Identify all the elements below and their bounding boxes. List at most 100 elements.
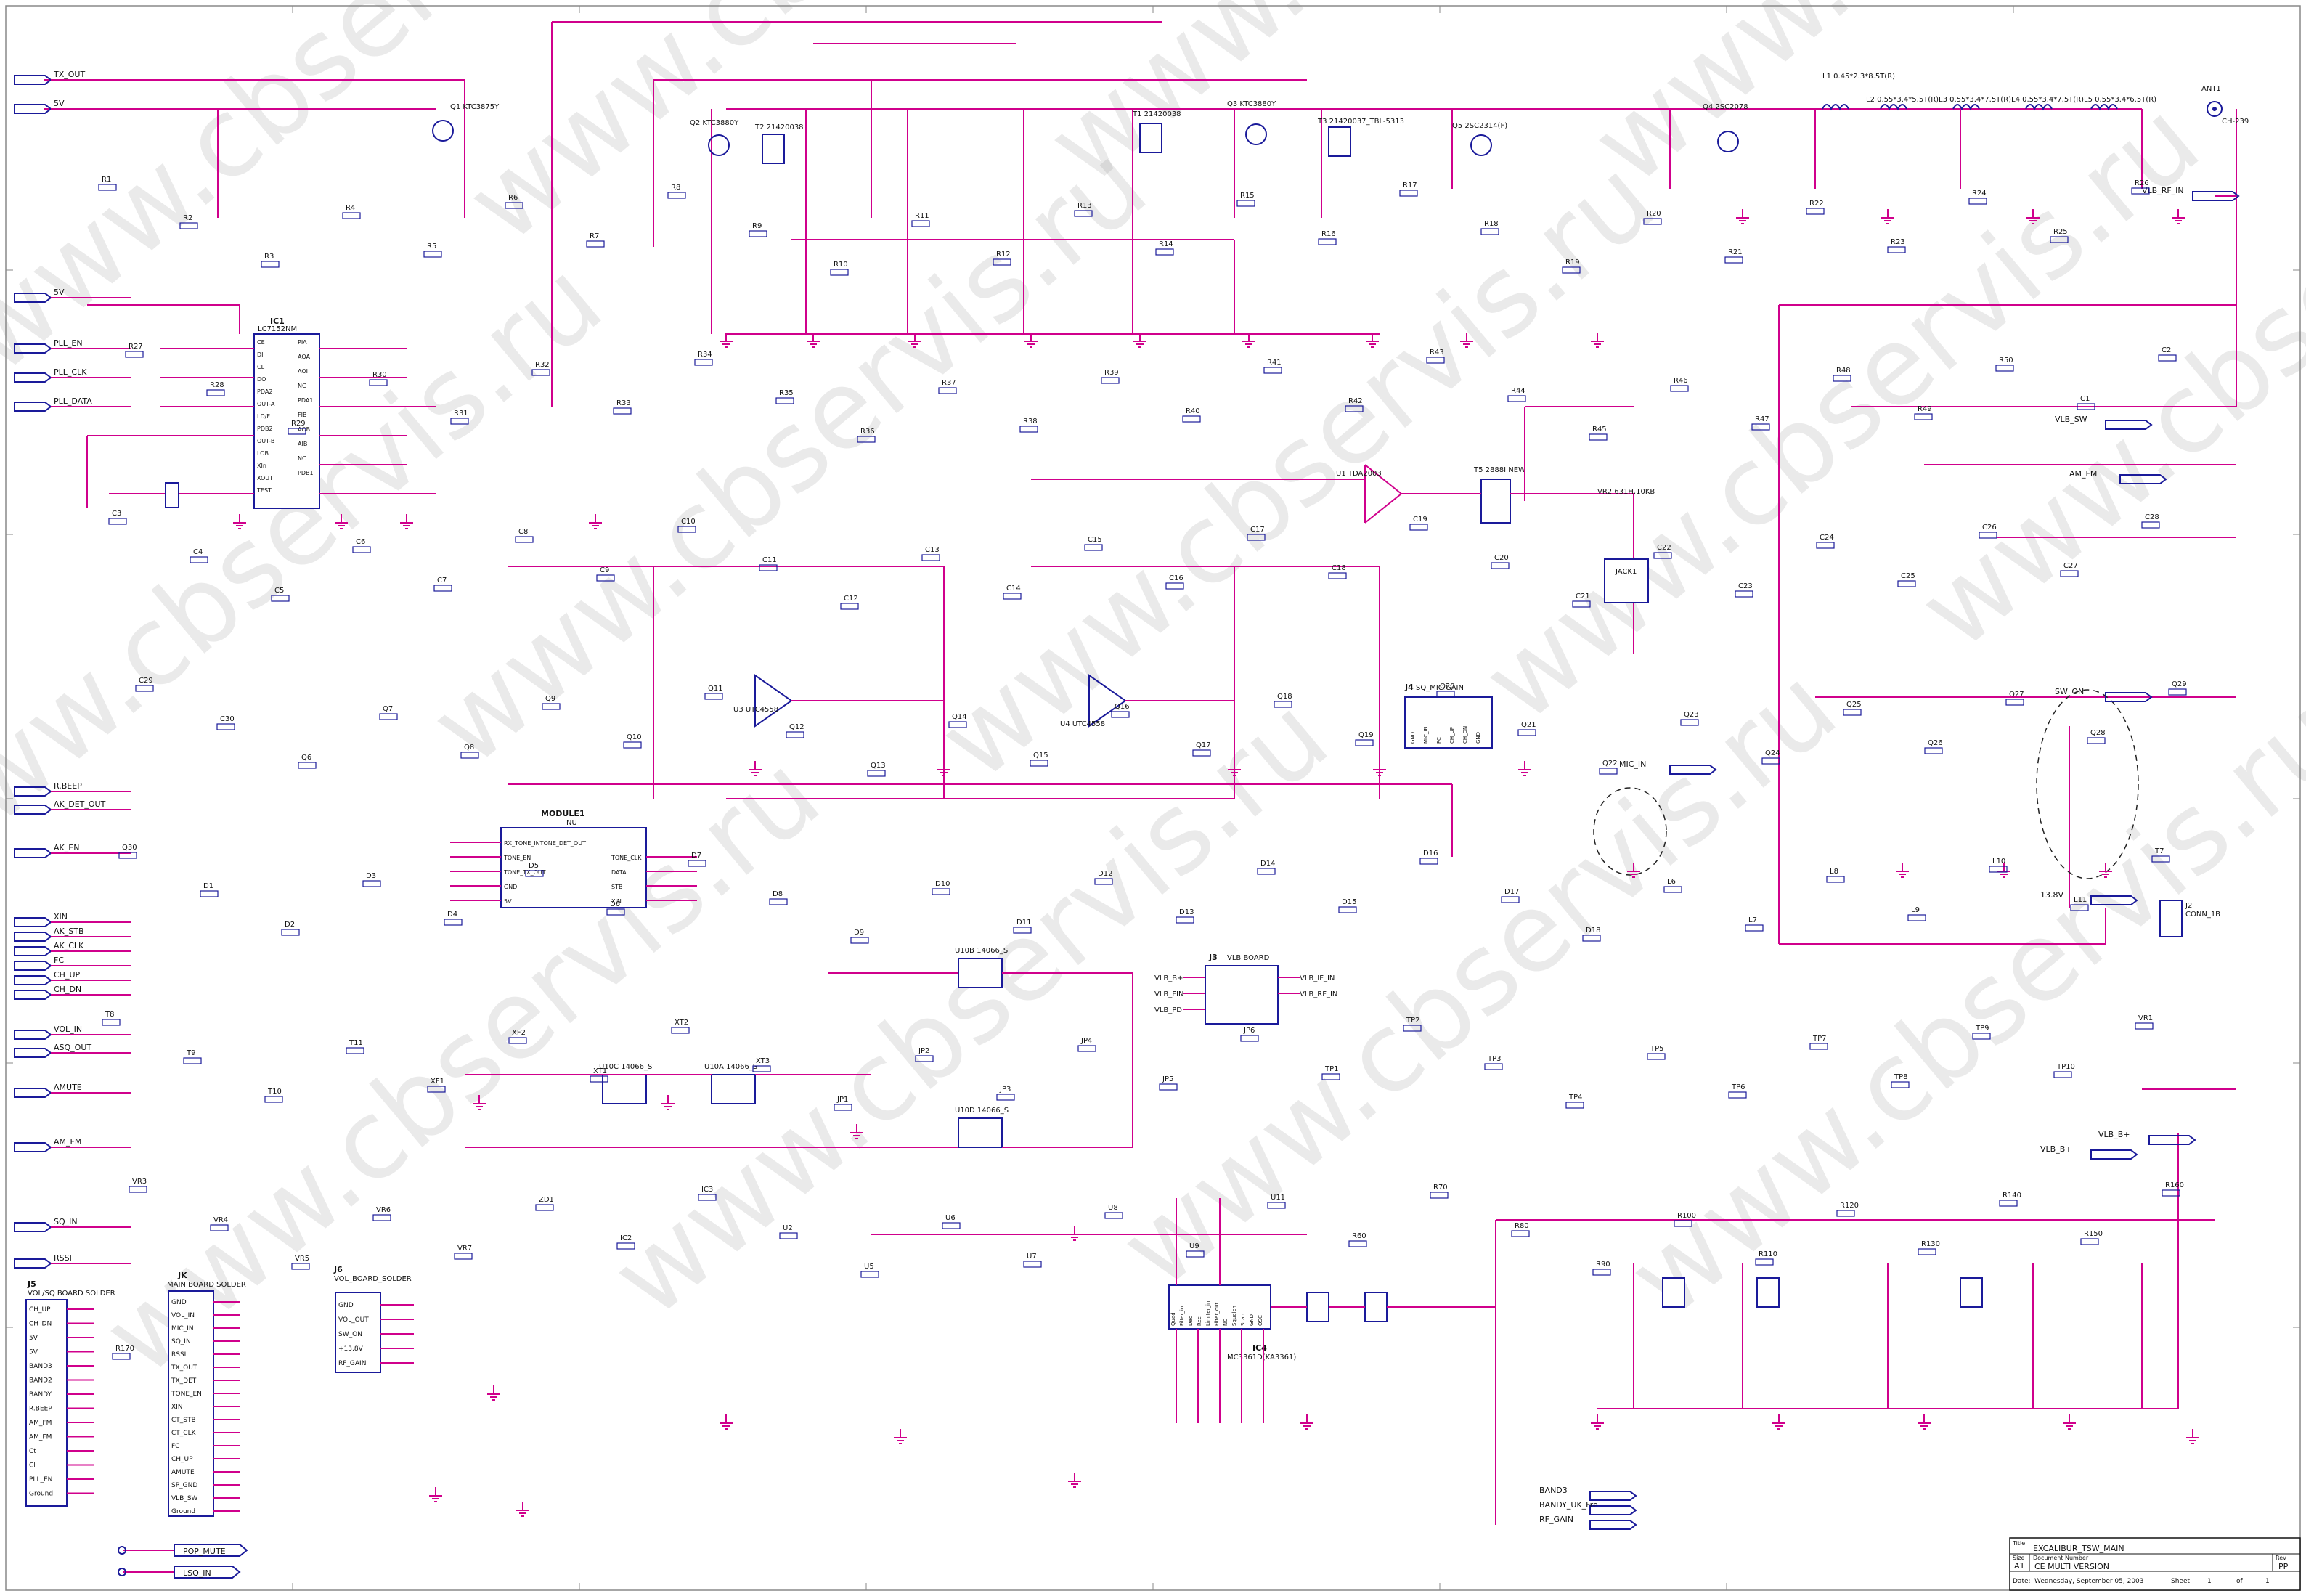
component-body: [779, 1232, 798, 1239]
of-value: 1: [2265, 1578, 2270, 1585]
component-ref: Q11: [708, 685, 723, 693]
component-body: [2005, 699, 2024, 706]
ground-symbol: [473, 1095, 486, 1110]
sheet-label: Sheet: [2171, 1578, 2190, 1585]
component-ref: R170: [115, 1345, 134, 1353]
component-ref: R29: [291, 420, 306, 428]
net-port: [14, 1030, 52, 1040]
component-body: [623, 741, 642, 749]
component-body: [2135, 1022, 2154, 1030]
jk-label: MAIN BOARD SOLDER: [167, 1281, 246, 1289]
component-body: [1897, 580, 1916, 587]
ic4-ref: IC4: [1252, 1343, 1267, 1353]
component-body: [1192, 749, 1211, 757]
j3-pin-label: VLB_B+: [1154, 974, 1183, 982]
j5-pin-label: Cl: [29, 1462, 36, 1470]
j3-ref: J3: [1208, 953, 1218, 962]
component-ref: VR7: [457, 1245, 472, 1253]
lsq-in-tp: LSQ_IN: [118, 1566, 241, 1579]
component-body: [860, 1271, 879, 1278]
component-ref: C15: [1088, 536, 1102, 544]
ic4-pin-label: Filter_out: [1214, 1302, 1220, 1326]
component-ref: D14: [1260, 860, 1275, 868]
component-body: [1663, 886, 1682, 893]
j5-pin-label: BAND2: [29, 1377, 52, 1385]
component-ref: R4: [346, 204, 355, 212]
of-label: of: [2236, 1578, 2244, 1585]
component-body: [531, 369, 550, 376]
jk-pin-label: TONE_EN: [171, 1391, 202, 1398]
rev-value: PP: [2278, 1562, 2289, 1571]
component-ref: Q30: [122, 844, 137, 852]
component-body: [1419, 858, 1438, 865]
left-net-label: RSSI: [54, 1253, 72, 1263]
net-port: [14, 293, 52, 303]
component-ref: D1: [203, 882, 213, 890]
transistor-q3: Q3 KTC3880Y: [1227, 100, 1276, 145]
j2-label: CONN_1B: [2185, 911, 2220, 919]
component-body: [671, 1027, 690, 1034]
transistor-q1: Q1 KTC3875Y: [432, 103, 500, 142]
component-ref: R45: [1592, 426, 1607, 433]
component-ref: R100: [1677, 1212, 1696, 1220]
component-ref: C1: [2080, 395, 2090, 403]
component-body: [921, 554, 940, 561]
component-ref: JP6: [1243, 1027, 1255, 1035]
component-body: [2080, 1238, 2099, 1245]
component-ref: R26: [2135, 179, 2149, 187]
component-ref: TP6: [1731, 1083, 1745, 1091]
component-ref: TP5: [1650, 1045, 1664, 1053]
component-body: [1924, 747, 1943, 754]
component-body: [1101, 377, 1120, 384]
component-ref: T9: [186, 1049, 195, 1057]
module1-pin-label: DATA: [611, 869, 627, 876]
component-ref: C19: [1413, 516, 1427, 524]
component-ref: R23: [1891, 238, 1905, 246]
ic1-pin-label: DI: [257, 351, 264, 358]
right-net-label: BAND3: [1539, 1486, 1568, 1495]
net-port: [14, 848, 52, 858]
pop-mute-label: POP_MUTE: [183, 1547, 226, 1556]
component-body: [1409, 524, 1428, 531]
component-body: [840, 603, 859, 610]
component-ref: R47: [1755, 415, 1769, 423]
component-ref: C14: [1006, 585, 1021, 593]
component-body: [183, 1057, 202, 1064]
component-ref: D13: [1179, 908, 1194, 916]
q2-label: Q2 KTC3880Y: [690, 119, 739, 127]
component-body: [867, 770, 886, 777]
component-body: [1236, 200, 1255, 207]
u10c-label: U10C 14066_S: [599, 1063, 652, 1071]
ground-symbol: [400, 514, 413, 529]
component-body: [1833, 375, 1851, 382]
net-port: [14, 104, 52, 114]
j5-pin-label: 5V: [29, 1335, 38, 1342]
ground-symbol: [894, 1429, 907, 1444]
component-body: [616, 1242, 635, 1250]
component-ref: L9: [1911, 906, 1920, 914]
component-ref: C24: [1820, 534, 1834, 542]
right-net-label: 13.8V: [2040, 890, 2063, 900]
ic1-pin-label: LD/F: [257, 413, 270, 420]
component-body: [102, 1019, 121, 1026]
q3-label: Q3 KTC3880Y: [1227, 100, 1276, 108]
inductor-l3: L3 0.55*3.4*7.5T(R): [1939, 96, 2011, 111]
component-ref: C17: [1250, 526, 1265, 534]
component-ref: L7: [1748, 916, 1757, 924]
component-body: [346, 1047, 364, 1054]
right-net-label: BANDY_UK_Fre: [1539, 1500, 1598, 1510]
component-body: [1176, 916, 1194, 924]
component-ref: JP4: [1080, 1037, 1092, 1045]
left-net-label: 5V: [54, 99, 65, 108]
component-body: [2158, 354, 2177, 362]
component-body: [596, 574, 615, 582]
component-ref: U9: [1189, 1242, 1199, 1250]
j6-pin-label: RF_GAIN: [338, 1360, 366, 1367]
transistor-q2: Q2 KTC3880Y: [690, 119, 739, 156]
component-ref: C23: [1738, 582, 1753, 590]
component-body: [1013, 927, 1032, 934]
component-ref: IC3: [701, 1186, 713, 1194]
component-body: [1565, 1102, 1584, 1109]
component-body: [1592, 1269, 1611, 1276]
